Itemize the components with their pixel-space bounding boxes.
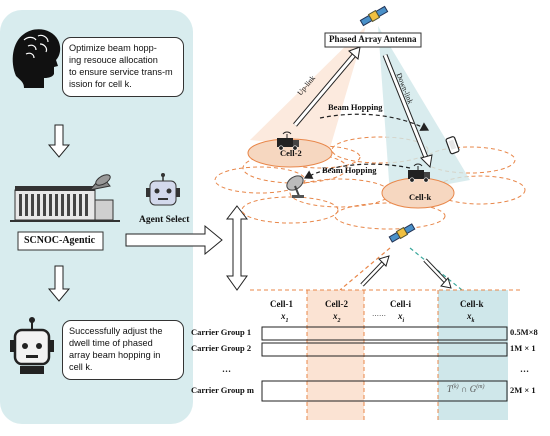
satellite-label: Phased Array Antenna	[329, 34, 417, 44]
column-var-cell-k: xk	[467, 311, 475, 324]
beam-hopping-arrow-top	[319, 113, 430, 131]
arrow-up-small	[360, 255, 390, 287]
beam-dash-left	[339, 247, 391, 291]
truck-icon-cellk	[408, 163, 430, 183]
sub-x1: 1	[285, 317, 289, 324]
prompt-bubble: Optimize beam hopp- ing resouce allocati…	[62, 37, 184, 97]
downlink-beam-cone	[378, 26, 470, 195]
row-size-2: 1M × 1	[510, 343, 536, 353]
row-label-2: Carrier Group 2	[191, 343, 252, 353]
row-label-dots: …	[222, 364, 231, 374]
sub-xk: k	[471, 317, 475, 324]
column-var-cell-2: x2	[333, 311, 341, 324]
row-label-m: Carrier Group m	[191, 385, 254, 395]
arrow-down-small	[423, 258, 452, 289]
agent-select-label: Agent Select	[139, 215, 190, 225]
carrier-row-1	[261, 326, 508, 341]
column-cell-k-shade	[438, 290, 508, 420]
satellite-icon-lower	[388, 223, 416, 243]
satellite-icon	[359, 5, 389, 27]
column-header-cell-1: Cell-1	[270, 299, 293, 309]
beam-hopping-bottom-label: Beam Hopping	[322, 165, 377, 175]
formula-intersection: T(k) ∩ G(m)	[447, 384, 485, 395]
robot-result-icon	[10, 317, 54, 374]
row-size-1: 0.5M×8	[510, 327, 538, 337]
column-var-cell-i: xi	[398, 311, 405, 324]
result-bubble: Successfully adjust the dwell time of ph…	[62, 320, 184, 380]
column-cell-2-shade	[307, 290, 364, 420]
building-dish-icon	[10, 174, 120, 222]
column-dots: ……	[372, 310, 386, 318]
var-x1: x	[281, 311, 286, 321]
uplink-beam-cone	[250, 26, 366, 148]
satellite-label-box	[324, 32, 422, 48]
cell-2-label: Cell-2	[280, 148, 302, 158]
var-x2: x	[333, 311, 338, 321]
column-header-cell-2: Cell-2	[325, 299, 348, 309]
var-xk: x	[467, 311, 472, 321]
truck-icon	[277, 131, 299, 151]
formula-G-sup: (m)	[476, 384, 485, 390]
carrier-row-2	[261, 342, 508, 357]
robot-icon	[146, 173, 180, 206]
row-label-1: Carrier Group 1	[191, 327, 252, 337]
scnoc-label: SCNOC-Agentic	[24, 235, 96, 246]
scnoc-box	[17, 231, 104, 251]
carrier-row-m	[261, 380, 508, 402]
brain-head-icon	[12, 29, 61, 88]
formula-G: G	[469, 384, 477, 394]
row-size-dots: …	[520, 364, 529, 374]
cell-k-label: Cell-k	[409, 192, 432, 202]
flow-arrow-right	[125, 224, 223, 256]
formula-T: T	[447, 384, 453, 394]
column-header-cell-k: Cell-k	[460, 299, 484, 309]
sub-x2: 2	[337, 317, 341, 324]
beam-hopping-arrow-bottom	[303, 163, 411, 179]
flow-arrow-down-1	[47, 124, 71, 158]
sub-xi: i	[402, 317, 405, 324]
row-size-m: 2M × 1	[510, 385, 536, 395]
column-var-cell-1: x1	[281, 311, 289, 324]
phone-icon	[445, 136, 460, 155]
beam-hopping-top-label: Beam Hopping	[328, 102, 383, 112]
column-header-cell-i: Cell-i	[390, 299, 411, 309]
double-arrow-vertical	[225, 205, 249, 291]
var-xi: x	[398, 311, 403, 321]
formula-cap: ∩	[460, 384, 468, 394]
formula-T-sup: (k)	[452, 384, 459, 390]
ground-dish-icon	[286, 175, 304, 198]
flow-arrow-down-2	[47, 265, 71, 302]
